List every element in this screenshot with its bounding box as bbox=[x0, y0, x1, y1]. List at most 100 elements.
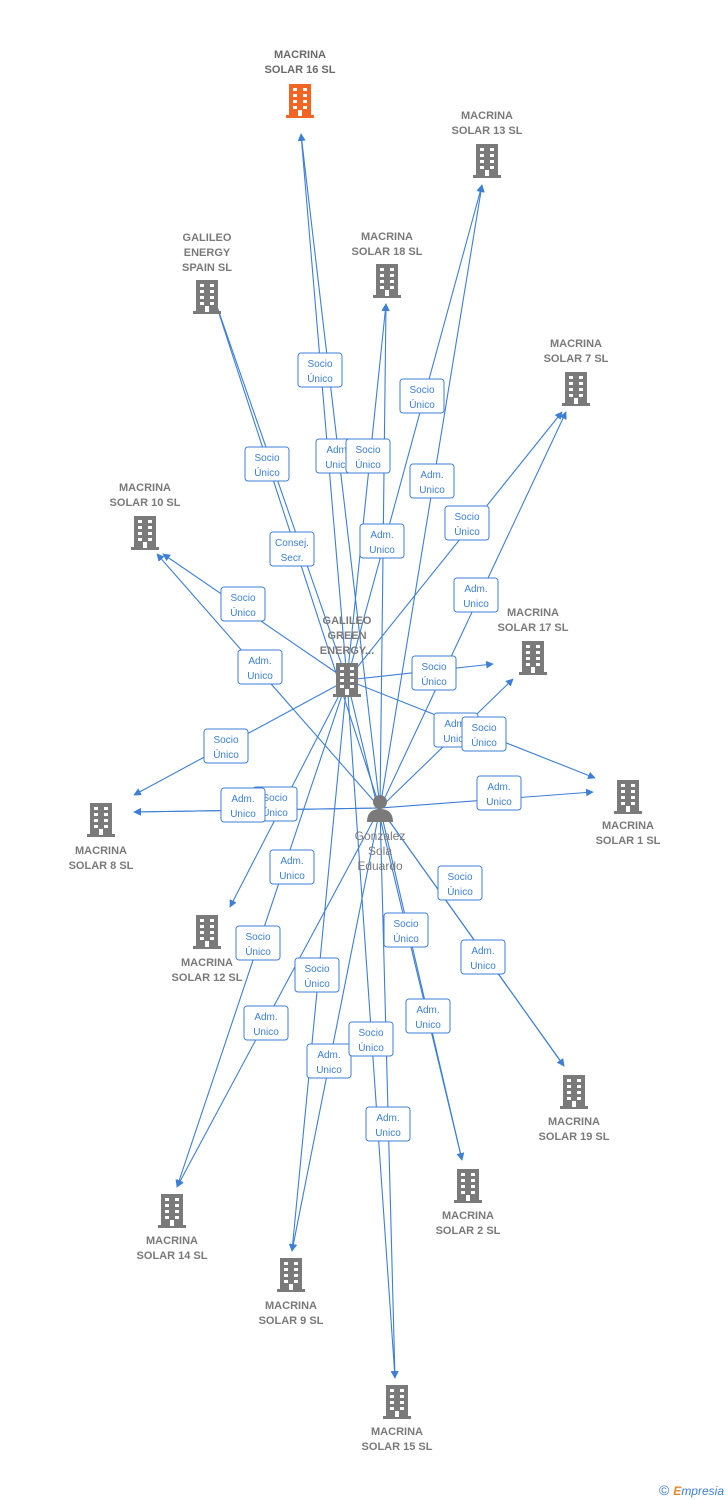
edge-label-person-to-macrina_13[interactable]: Adm. Unico bbox=[409, 463, 455, 499]
edge-label-person-to-macrina_18[interactable]: Adm.Unico bbox=[359, 523, 405, 559]
edge-label-person-to-macrina_15[interactable]: Adm.Unico bbox=[365, 1106, 411, 1142]
edge-label-text: Unico bbox=[486, 797, 512, 808]
building-icon bbox=[562, 372, 590, 406]
edge-label-person-to-galileo_spain[interactable]: Consej.Secr. bbox=[269, 531, 315, 567]
edge-label-text: Socio bbox=[262, 793, 287, 804]
edge-label-box bbox=[460, 939, 506, 975]
edge-label-box bbox=[411, 655, 457, 691]
edge-galileo_green-to-macrina_7 bbox=[346, 411, 563, 681]
edge-label-person-to-macrina_2[interactable]: Adm.Unico bbox=[405, 998, 451, 1034]
edge-label-text: Adm. bbox=[420, 470, 443, 481]
edge-label-text: Único bbox=[304, 977, 330, 990]
edge-label-text: Único bbox=[447, 885, 473, 898]
edge-label-person-to-macrina_14[interactable]: Adm.Unico bbox=[243, 1005, 289, 1041]
node-label: MACRINA bbox=[548, 1116, 600, 1128]
node-label: MACRINA bbox=[146, 1235, 198, 1247]
edge-label-text: Socio bbox=[409, 385, 434, 396]
edge-label-person-to-macrina_10[interactable]: Adm. Unico bbox=[237, 649, 283, 685]
edge-label-person-to-macrina_8[interactable]: Adm.Unico bbox=[220, 787, 266, 823]
edge-label-text: Único bbox=[213, 748, 239, 761]
edge-label-box bbox=[383, 912, 429, 948]
node-label: MACRINA bbox=[119, 482, 171, 494]
node-macrina-10[interactable]: MACRINA SOLAR 10 SL bbox=[110, 482, 181, 550]
edge-label-box bbox=[220, 787, 266, 823]
building-icon bbox=[193, 280, 221, 314]
edge-label-text: Socio bbox=[230, 593, 255, 604]
node-label: SOLAR 16 SL bbox=[265, 64, 336, 76]
edge-label-text: Socio bbox=[213, 735, 238, 746]
edge-label-text: Unico bbox=[247, 671, 273, 682]
copyright-icon: © bbox=[658, 1482, 670, 1498]
edge-label-box bbox=[345, 438, 391, 474]
node-label: MACRINA bbox=[602, 820, 654, 832]
building-icon bbox=[473, 144, 501, 178]
edge-label-box bbox=[461, 716, 507, 752]
edge-label-text: Unico bbox=[316, 1065, 342, 1076]
building-icon bbox=[454, 1169, 482, 1203]
edge-label-person-to-macrina_7[interactable]: Adm.Unico bbox=[453, 577, 499, 613]
node-label: MACRINA bbox=[461, 110, 513, 122]
edge-label-text: Adm. bbox=[248, 656, 271, 667]
edge-label-text: Unico bbox=[470, 961, 496, 972]
edge-label-text: Socio bbox=[358, 1028, 383, 1039]
edge-galileo_green-to-macrina_16 bbox=[297, 133, 348, 681]
edge-label-box bbox=[294, 957, 340, 993]
edge-label-person-to-macrina_19[interactable]: Adm.Unico bbox=[460, 939, 506, 975]
edge-label-person-to-macrina_1[interactable]: Adm.Unico bbox=[476, 775, 522, 811]
node-macrina-16[interactable]: MACRINA SOLAR 16 SL bbox=[265, 49, 336, 118]
edge-label-box bbox=[297, 352, 343, 388]
edge-label-text: Único bbox=[358, 1041, 384, 1054]
edge-label-text: Unico bbox=[325, 460, 351, 471]
edge-label-galileo_green-to-macrina_12[interactable]: Adm.Unico bbox=[269, 849, 315, 885]
edge-person-to-macrina_15 bbox=[379, 807, 399, 1379]
edge-label-text: Unico bbox=[419, 485, 445, 496]
edge-person-to-macrina_9 bbox=[289, 807, 381, 1252]
edge-label-box bbox=[405, 998, 451, 1034]
building-icon bbox=[193, 915, 221, 949]
edge-label-text: Unico bbox=[443, 734, 469, 745]
footer-brand[interactable]: ©Empresia bbox=[659, 1482, 724, 1498]
brand-initial: E bbox=[673, 1484, 682, 1498]
edge-label-text: Adm. bbox=[317, 1050, 340, 1061]
node-galileo-green[interactable]: GALILEOGREENENERGY... bbox=[320, 615, 374, 697]
node-label: MACRINA bbox=[274, 49, 326, 61]
node-label: MACRINA bbox=[75, 845, 127, 857]
edge-label-text: Unico bbox=[230, 809, 256, 820]
edge-labels-layer: SocioÚnicoAdm.UnicoSocioÚnicoAdm.UnicoSo… bbox=[203, 352, 522, 1142]
building-icon bbox=[131, 516, 159, 550]
node-label: SOLAR 10 SL bbox=[110, 497, 181, 509]
node-label: SOLAR 12 SL bbox=[172, 972, 243, 984]
edge-label-person-to-macrina_9[interactable]: Adm. Unico bbox=[306, 1043, 352, 1079]
node-label: Gonzalez bbox=[355, 829, 406, 843]
